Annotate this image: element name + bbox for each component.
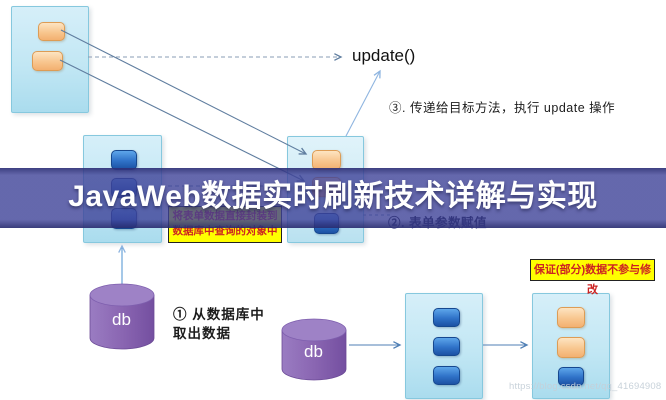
step1-line2: 取出数据	[173, 326, 231, 341]
field-chip	[557, 337, 585, 358]
panel-source-form	[11, 6, 89, 113]
field-chip	[433, 308, 460, 327]
field-chip	[111, 150, 137, 170]
watermark-url: https://blog.csdn.net/qq_41694908	[509, 381, 662, 392]
step1-line1: ① 从数据库中	[173, 307, 265, 322]
field-chip	[38, 22, 65, 41]
db-middle-label: db	[304, 342, 323, 361]
field-chip	[433, 366, 460, 385]
arrow-object-to-update	[345, 69, 381, 137]
field-chip	[312, 150, 341, 170]
title-banner: JavaWeb数据实时刷新技术详解与实现	[0, 168, 666, 228]
panel-queried-data	[405, 293, 483, 399]
field-chip	[558, 367, 584, 386]
field-chip	[557, 307, 585, 328]
field-chip	[32, 51, 63, 71]
field-chip	[433, 337, 460, 356]
note-protect: 保证(部分)数据不参与修改	[530, 259, 655, 296]
step1-label: ① 从数据库中 取出数据	[173, 305, 265, 343]
update-method-label: update()	[352, 46, 416, 65]
note-encapsulate-line2: 数据库中查询的对象中	[172, 225, 278, 237]
db-left-label: db	[112, 310, 131, 329]
page-title: JavaWeb数据实时刷新技术详解与实现	[68, 180, 598, 213]
step2-label: ②. 表单参数赋值	[388, 216, 487, 230]
step3-label: ③. 传递给目标方法，执行 update 操作	[389, 101, 616, 115]
panel-protected-data	[532, 293, 610, 399]
